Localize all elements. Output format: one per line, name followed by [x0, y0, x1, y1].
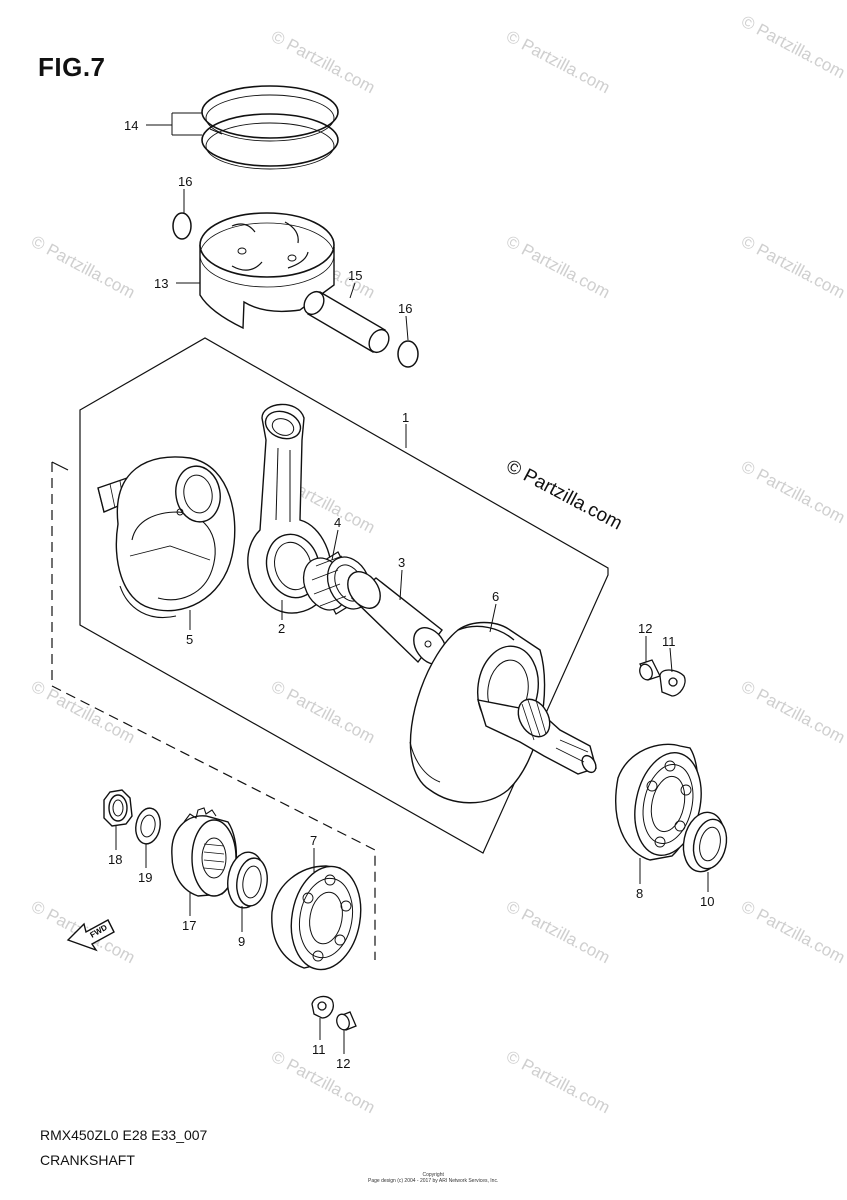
watermark: © Partzilla.com [28, 232, 138, 303]
callout-4: 4 [334, 515, 341, 530]
diagram-name: CRANKSHAFT [40, 1152, 135, 1168]
callout-1: 1 [402, 410, 409, 425]
bearing-left [271, 865, 362, 971]
callout-19: 19 [138, 870, 152, 885]
piston [199, 212, 335, 330]
copyright-notice: Copyright Page design (c) 2004 - 2017 by… [368, 1172, 498, 1184]
callout-14: 14 [124, 118, 138, 133]
bolt-right [639, 659, 661, 681]
oil-seal-left [227, 851, 268, 909]
watermark: © Partzilla.com [503, 232, 613, 303]
watermark: © Partzilla.com [503, 897, 613, 968]
watermark: © Partzilla.com [738, 897, 847, 968]
lock-washer-bottom [311, 995, 334, 1019]
watermark: © Partzilla.com [268, 677, 378, 748]
crankshaft-assembly-box [79, 337, 609, 854]
callout-10: 10 [700, 894, 714, 909]
copyright-line: Copyright [422, 1172, 444, 1178]
model-code: RMX450ZL0 E28 E33_007 [40, 1127, 208, 1143]
callout-8: 8 [636, 886, 643, 901]
piston-rings [201, 85, 339, 170]
primary-drive-gear [171, 807, 237, 897]
watermark-main: © Partzilla.com [503, 456, 626, 535]
callout-18: 18 [108, 852, 122, 867]
watermark: © Partzilla.com [503, 27, 613, 98]
callout-12: 12 [638, 621, 652, 636]
callout-11: 11 [312, 1042, 326, 1057]
right-crank-web [409, 621, 597, 804]
watermark: © Partzilla.com [268, 1047, 378, 1118]
watermark: © Partzilla.com [28, 677, 138, 748]
callout-16: 16 [398, 301, 412, 316]
figure-title: FIG.7 [38, 52, 106, 82]
callout-3: 3 [398, 555, 405, 570]
crank-pin [347, 571, 447, 665]
callout-16: 16 [178, 174, 192, 189]
callout-6: 6 [492, 589, 499, 604]
callout-15: 15 [348, 268, 362, 283]
watermark: © Partzilla.com [503, 1047, 613, 1118]
piston-pin [303, 290, 390, 354]
nut [103, 789, 133, 827]
callout-17: 17 [182, 918, 196, 933]
washer [135, 807, 161, 845]
callout-7: 7 [310, 833, 317, 848]
circlip [172, 212, 192, 240]
watermark: © Partzilla.com [738, 457, 847, 528]
assembly-dashed-bracket [51, 462, 376, 960]
bracket-tick [51, 461, 69, 471]
callout-11: 11 [662, 634, 676, 649]
callout-numbers: 14 16 13 15 16 1 4 3 6 5 2 12 11 8 10 7 … [108, 118, 714, 1071]
circlip [397, 340, 419, 368]
copyright-line: Page design (c) 2004 - 2017 by ARI Netwo… [368, 1178, 499, 1184]
watermark: © Partzilla.com [738, 232, 847, 303]
bearing-right [615, 743, 702, 861]
watermark: © Partzilla.com [738, 677, 847, 748]
watermark: © Partzilla.com [738, 12, 847, 83]
oil-seal-right [682, 811, 728, 873]
left-crank-web [97, 456, 236, 618]
lock-washer-right [659, 669, 686, 697]
callout-2: 2 [278, 621, 285, 636]
bolt-bottom [336, 1011, 357, 1031]
callout-9: 9 [238, 934, 245, 949]
leader-lines [115, 112, 709, 1054]
callout-5: 5 [186, 632, 193, 647]
callout-13: 13 [154, 276, 168, 291]
callout-12: 12 [336, 1056, 350, 1071]
